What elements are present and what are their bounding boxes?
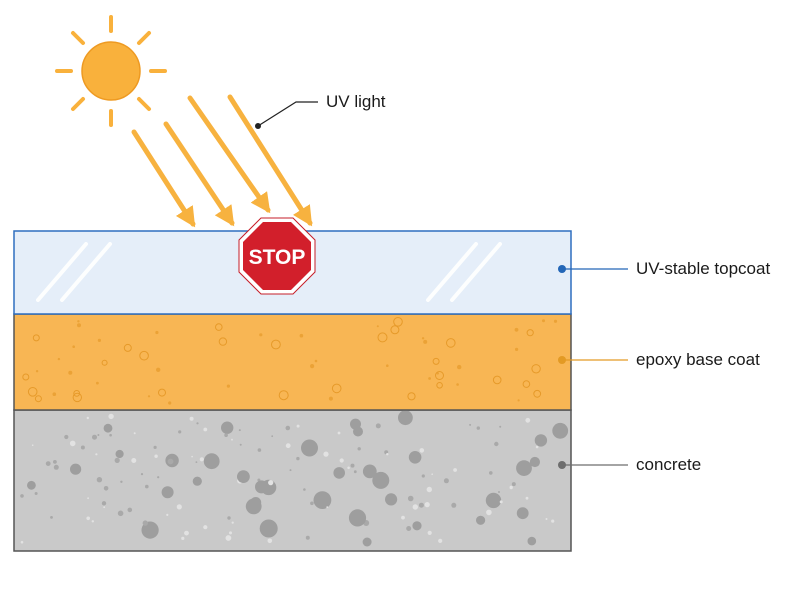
- concrete-layer: [13, 409, 572, 552]
- base-coat-leader: [558, 356, 628, 364]
- uv-ray: [131, 129, 196, 228]
- uv-ray: [187, 95, 271, 214]
- topcoat-label: UV-stable topcoat: [636, 259, 771, 278]
- uv-ray: [227, 94, 313, 227]
- concrete-leader: [558, 461, 628, 469]
- epoxy-base-layer: [13, 313, 572, 411]
- uv-light-label: UV light: [326, 92, 386, 111]
- concrete-aggregate: [20, 410, 569, 547]
- stop-sign-icon: STOP: [238, 217, 316, 295]
- sun-icon: [55, 15, 167, 127]
- uv-ray: [163, 121, 235, 227]
- concrete-label: concrete: [636, 455, 702, 474]
- glass-glare: [36, 242, 502, 302]
- stop-sign-text: STOP: [249, 246, 306, 269]
- base-coat-label: epoxy base coat: [636, 350, 760, 369]
- topcoat-leader: [558, 265, 628, 273]
- uv-rays: [131, 94, 313, 228]
- epoxy-bubbles: [22, 317, 558, 405]
- uv-light-leader: [255, 101, 318, 129]
